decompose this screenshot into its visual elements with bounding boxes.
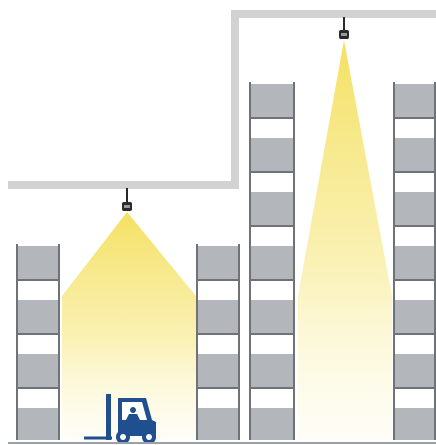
- rack-post: [393, 82, 395, 440]
- pallet-box: [395, 300, 434, 334]
- rack-beam: [393, 279, 436, 281]
- rack-post: [58, 244, 60, 440]
- rack-beam: [16, 279, 60, 281]
- rack-beam: [393, 333, 436, 335]
- rack-beam: [249, 117, 295, 119]
- ceiling-line: [8, 10, 436, 189]
- rack-post: [196, 244, 198, 440]
- pallet-box: [395, 192, 434, 226]
- pallet-box: [251, 192, 293, 226]
- pallet-box: [18, 246, 58, 280]
- rack-beam: [16, 333, 60, 335]
- high-bay-light-icon: [339, 17, 349, 39]
- pallet-box: [395, 84, 434, 118]
- pallet-box: [198, 354, 238, 388]
- rack-beam: [196, 333, 240, 335]
- light-beam-high: [298, 40, 392, 440]
- rack-beam: [249, 225, 295, 227]
- light-beam-low: [62, 212, 196, 440]
- rack-post: [434, 82, 436, 440]
- pallet-box: [18, 408, 58, 440]
- rack-beam: [196, 279, 240, 281]
- pallet-box: [251, 408, 293, 440]
- rack-beam: [393, 225, 436, 227]
- rack-post: [238, 244, 240, 440]
- pallet-box: [251, 300, 293, 334]
- pallet-box: [198, 246, 238, 280]
- storage-racks: [16, 82, 436, 440]
- rack-beam: [249, 387, 295, 389]
- rack-beam: [196, 387, 240, 389]
- pallet-box: [251, 84, 293, 118]
- rack-post: [16, 244, 18, 440]
- pallet-box: [18, 300, 58, 334]
- pallet-box: [198, 408, 238, 440]
- pallet-box: [395, 246, 434, 280]
- pallet-box: [395, 138, 434, 172]
- storage-rack: [393, 82, 436, 440]
- rack-post: [293, 82, 295, 440]
- rack-beam: [249, 171, 295, 173]
- rack-beam: [393, 171, 436, 173]
- storage-rack: [249, 82, 295, 440]
- pallet-box: [395, 408, 434, 440]
- storage-rack: [16, 244, 60, 440]
- rack-post: [249, 82, 251, 440]
- pallet-box: [395, 354, 434, 388]
- pallet-box: [18, 354, 58, 388]
- pallet-box: [198, 300, 238, 334]
- pallet-box: [251, 246, 293, 280]
- forklift-icon: [84, 394, 156, 444]
- storage-rack: [196, 244, 240, 440]
- pallet-box: [251, 138, 293, 172]
- rack-beam: [249, 333, 295, 335]
- rack-beam: [249, 279, 295, 281]
- pallet-box: [251, 354, 293, 388]
- rack-beam: [16, 387, 60, 389]
- rack-beam: [393, 387, 436, 389]
- high-bay-light-icon: [122, 188, 132, 211]
- rack-beam: [393, 117, 436, 119]
